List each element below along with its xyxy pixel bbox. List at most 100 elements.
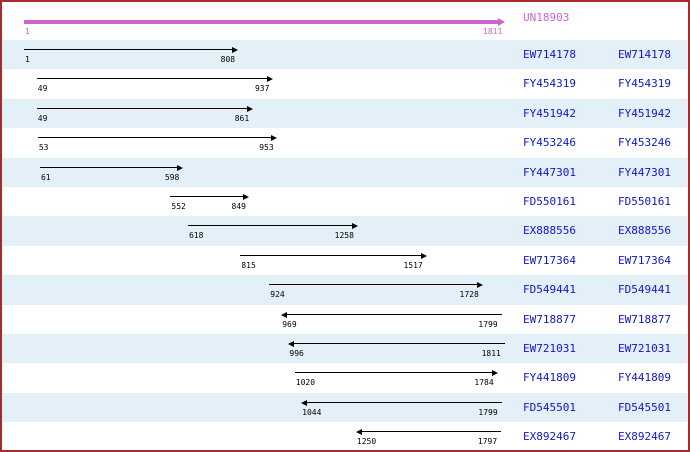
row-stripe bbox=[2, 275, 688, 305]
hit-start-coord: 1020 bbox=[295, 378, 316, 387]
accession-link-primary[interactable]: FY454319 bbox=[523, 77, 576, 91]
hit-start-coord: 815 bbox=[241, 261, 256, 270]
table-row[interactable] bbox=[2, 128, 688, 157]
query-start-tick: 1 bbox=[25, 27, 30, 36]
hit-start-coord: 49 bbox=[37, 84, 48, 93]
table-row[interactable] bbox=[2, 334, 688, 363]
query-label: UN18903 bbox=[523, 11, 570, 24]
accession-link-primary[interactable]: FD549441 bbox=[523, 283, 576, 297]
accession-link-primary[interactable]: EW718877 bbox=[523, 312, 576, 326]
arrow-left-icon bbox=[281, 311, 288, 318]
table-row[interactable] bbox=[2, 305, 688, 334]
accession-link-secondary[interactable]: FY454319 bbox=[618, 77, 671, 91]
accession-link-primary[interactable]: FY441809 bbox=[523, 371, 576, 385]
accession-link-secondary[interactable]: EW721031 bbox=[618, 342, 671, 355]
accession-link-secondary[interactable]: EW718877 bbox=[618, 312, 671, 326]
row-stripe bbox=[2, 392, 688, 423]
arrow-right-icon bbox=[491, 369, 498, 376]
hit-segment-line[interactable] bbox=[24, 49, 234, 50]
hit-segment-line[interactable] bbox=[286, 314, 502, 315]
hit-segment-line[interactable] bbox=[170, 196, 245, 197]
accession-link-primary[interactable]: FD545501 bbox=[523, 400, 576, 414]
query-ruler-arrowhead-icon bbox=[498, 18, 505, 26]
hit-segment-line[interactable] bbox=[187, 225, 354, 226]
row-stripe bbox=[2, 98, 688, 129]
query-ruler-bar bbox=[24, 20, 499, 24]
arrow-right-icon bbox=[232, 46, 239, 53]
accession-link-secondary[interactable]: EW714178 bbox=[618, 48, 671, 61]
hit-end-coord: 1797 bbox=[477, 437, 498, 446]
table-row[interactable] bbox=[2, 99, 688, 128]
hit-start-coord: 1250 bbox=[356, 437, 377, 446]
hit-start-coord: 53 bbox=[38, 143, 49, 152]
table-row[interactable] bbox=[2, 393, 688, 422]
table-row[interactable] bbox=[2, 187, 688, 216]
row-stripe bbox=[2, 216, 688, 246]
hit-start-coord: 996 bbox=[289, 349, 304, 358]
accession-link-primary[interactable]: EW714178 bbox=[523, 48, 576, 61]
arrow-right-icon bbox=[476, 281, 483, 288]
accession-link-secondary[interactable]: EX892467 bbox=[618, 430, 671, 444]
hit-end-coord: 1258 bbox=[334, 231, 354, 240]
hit-start-coord: 552 bbox=[171, 202, 186, 211]
hit-start-coord: 618 bbox=[188, 231, 204, 240]
accession-link-secondary[interactable]: EW717364 bbox=[618, 253, 671, 267]
row-stripe bbox=[2, 334, 688, 364]
hit-segment-line[interactable] bbox=[39, 167, 178, 168]
accession-link-primary[interactable]: FY451942 bbox=[523, 106, 576, 120]
hit-segment-line[interactable] bbox=[293, 343, 505, 344]
accession-link-primary[interactable]: EW717364 bbox=[523, 253, 576, 267]
accession-link-secondary[interactable]: FD545501 bbox=[618, 400, 671, 414]
hit-end-coord: 953 bbox=[259, 143, 274, 152]
hit-segment-line[interactable] bbox=[294, 372, 493, 373]
hit-end-coord: 937 bbox=[254, 84, 270, 93]
arrow-right-icon bbox=[420, 252, 427, 259]
accession-link-primary[interactable]: FY453246 bbox=[523, 136, 576, 150]
accession-link-secondary[interactable]: FD549441 bbox=[618, 283, 671, 297]
accession-link-secondary[interactable]: FY447301 bbox=[618, 165, 671, 179]
arrow-right-icon bbox=[352, 222, 359, 229]
arrow-right-icon bbox=[176, 164, 183, 171]
table-row[interactable] bbox=[2, 40, 688, 69]
row-stripe bbox=[2, 157, 688, 187]
hit-end-coord: 1517 bbox=[403, 261, 423, 270]
hit-segment-line[interactable] bbox=[240, 255, 422, 256]
table-row[interactable] bbox=[2, 158, 688, 187]
hit-end-coord: 598 bbox=[164, 173, 180, 182]
hit-segment-line[interactable] bbox=[269, 284, 478, 285]
accession-link-secondary[interactable]: FY451942 bbox=[618, 106, 671, 120]
hit-segment-line[interactable] bbox=[360, 431, 502, 432]
hit-end-coord: 1799 bbox=[478, 408, 498, 417]
arrow-left-icon bbox=[301, 399, 308, 406]
accession-link-primary[interactable]: EX892467 bbox=[523, 430, 576, 444]
accession-link-primary[interactable]: EW721031 bbox=[523, 342, 576, 355]
hit-end-coord: 808 bbox=[220, 55, 236, 64]
hit-segment-line[interactable] bbox=[306, 402, 502, 403]
hit-segment-line[interactable] bbox=[37, 137, 272, 138]
accession-link-primary[interactable]: FY447301 bbox=[523, 165, 576, 179]
hit-start-coord: 969 bbox=[282, 320, 297, 329]
arrow-right-icon bbox=[266, 75, 273, 82]
table-row[interactable] bbox=[2, 363, 688, 392]
accession-link-secondary[interactable]: FD550161 bbox=[618, 195, 671, 208]
accession-link-secondary[interactable]: FY453246 bbox=[618, 136, 671, 150]
hit-end-coord: 861 bbox=[234, 114, 250, 123]
table-row[interactable] bbox=[2, 275, 688, 304]
hit-start-coord: 1044 bbox=[302, 408, 322, 417]
accession-link-secondary[interactable]: EX888556 bbox=[618, 224, 671, 238]
hit-segment-line[interactable] bbox=[36, 108, 248, 109]
table-row[interactable] bbox=[2, 422, 688, 450]
arrow-right-icon bbox=[243, 193, 250, 200]
accession-link-secondary[interactable]: FY441809 bbox=[618, 371, 671, 385]
hit-end-coord: 1784 bbox=[474, 378, 494, 387]
hit-segment-line[interactable] bbox=[36, 78, 268, 79]
row-stripe bbox=[2, 40, 688, 70]
hit-end-coord: 849 bbox=[231, 202, 246, 211]
accession-link-primary[interactable]: FD550161 bbox=[523, 195, 576, 208]
accession-link-primary[interactable]: EX888556 bbox=[523, 224, 576, 238]
table-row[interactable] bbox=[2, 246, 688, 275]
table-row[interactable] bbox=[2, 69, 688, 98]
hit-start-coord: 1 bbox=[25, 55, 30, 64]
